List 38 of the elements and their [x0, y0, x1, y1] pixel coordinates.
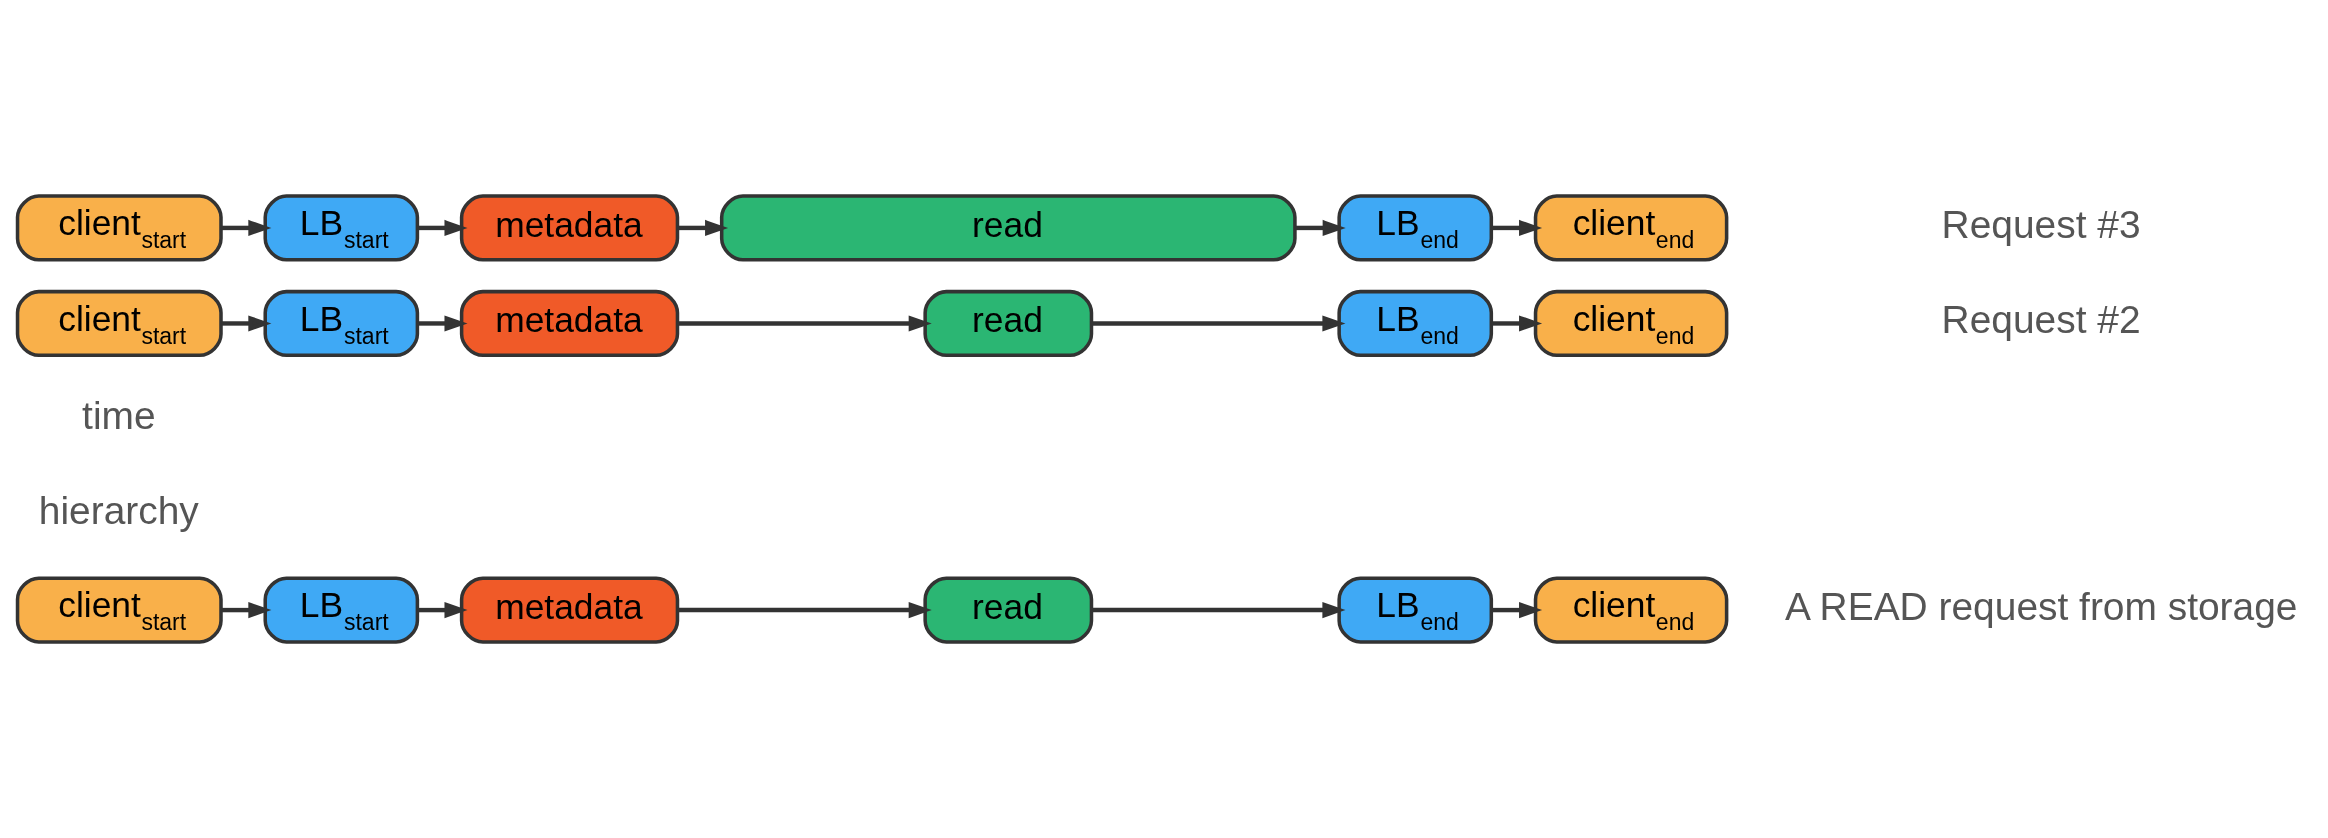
node-box: client$_{end}$ — [1533, 289, 1729, 358]
node-box: LB$_{end}$ — [1337, 194, 1494, 262]
node-box: LB$_{start}$ — [263, 289, 420, 358]
node-box: LB$_{start}$ — [263, 576, 420, 644]
arrow — [417, 602, 468, 619]
arrow — [677, 219, 729, 236]
arrow — [1491, 602, 1543, 619]
arrow — [1295, 219, 1346, 236]
arrow — [677, 315, 932, 332]
label: A READ request from storage — [1785, 584, 2298, 628]
node-box: LB$_{end}$ — [1337, 289, 1494, 358]
node-box: client$_{end}$ — [1533, 194, 1729, 262]
arrow — [417, 219, 468, 236]
label: hierarchy — [38, 489, 199, 533]
node-box: read — [719, 194, 1297, 262]
arrow — [677, 602, 932, 619]
node-box: metadata — [459, 576, 680, 644]
node-box: client$_{end}$ — [1533, 576, 1729, 644]
label: Request #3 — [1941, 202, 2141, 246]
node-box: metadata — [459, 289, 680, 358]
label: Request #2 — [1941, 298, 2141, 342]
node-box: LB$_{start}$ — [263, 194, 420, 262]
node-box: read — [923, 576, 1094, 644]
node-box: client$_{start}$ — [15, 289, 223, 358]
label: time — [82, 393, 156, 437]
node-box: read — [923, 289, 1094, 358]
arrow — [221, 315, 272, 332]
arrow — [1491, 315, 1543, 332]
arrow — [1491, 219, 1543, 236]
arrow — [1091, 315, 1346, 332]
node-box: metadata — [459, 194, 680, 262]
node-box: client$_{start}$ — [15, 576, 223, 644]
arrow — [417, 315, 468, 332]
node-box: client$_{start}$ — [15, 194, 223, 262]
arrow — [221, 602, 272, 619]
arrow — [221, 219, 272, 236]
arrow — [1091, 602, 1346, 619]
node-box: LB$_{end}$ — [1337, 576, 1494, 644]
